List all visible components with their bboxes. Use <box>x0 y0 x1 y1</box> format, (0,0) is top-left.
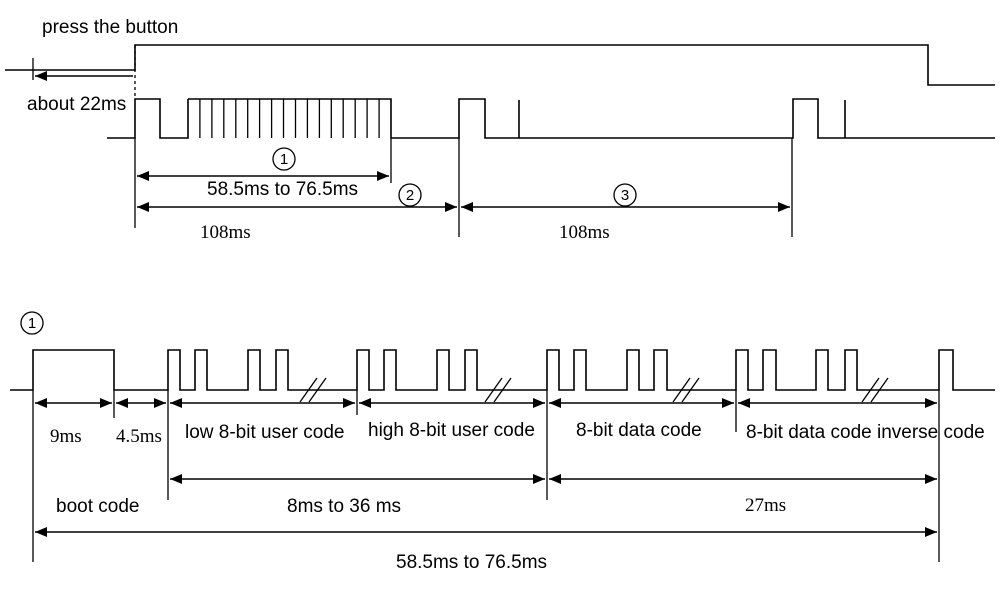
data-label: 8-bit data code <box>576 420 702 441</box>
user-total-label: 8ms to 36 ms <box>287 496 401 517</box>
ir-burst-pulses <box>199 99 380 138</box>
leader-label: 9ms <box>50 426 82 447</box>
button-signal-line <box>5 44 995 86</box>
boot-label: boot code <box>56 496 139 517</box>
frame-total-label: 58.5ms to 76.5ms <box>396 552 547 573</box>
ir-signal-bottom <box>10 349 995 391</box>
delay-label: about 22ms <box>27 94 126 115</box>
frame-label: 58.5ms to 76.5ms <box>207 179 358 200</box>
marker-3: 3 <box>613 183 637 207</box>
low-user-label: low 8-bit user code <box>185 422 344 443</box>
marker-2: 2 <box>398 183 422 207</box>
marker-1: 1 <box>272 147 296 171</box>
period1-label: 108ms <box>200 222 251 243</box>
svg-text:1: 1 <box>28 315 36 332</box>
inverse-label: 8-bit data code inverse code <box>746 422 985 443</box>
data-total-label: 27ms <box>745 495 786 516</box>
ir-signal-top <box>107 98 995 139</box>
space-label: 4.5ms <box>116 426 162 447</box>
high-user-label: high 8-bit user code <box>368 420 535 441</box>
press-label: press the button <box>42 17 178 38</box>
svg-text:2: 2 <box>406 187 414 204</box>
svg-text:1: 1 <box>280 151 288 168</box>
period2-label: 108ms <box>559 222 610 243</box>
marker-bottom-1: 1 <box>20 311 44 335</box>
svg-text:3: 3 <box>621 187 629 204</box>
